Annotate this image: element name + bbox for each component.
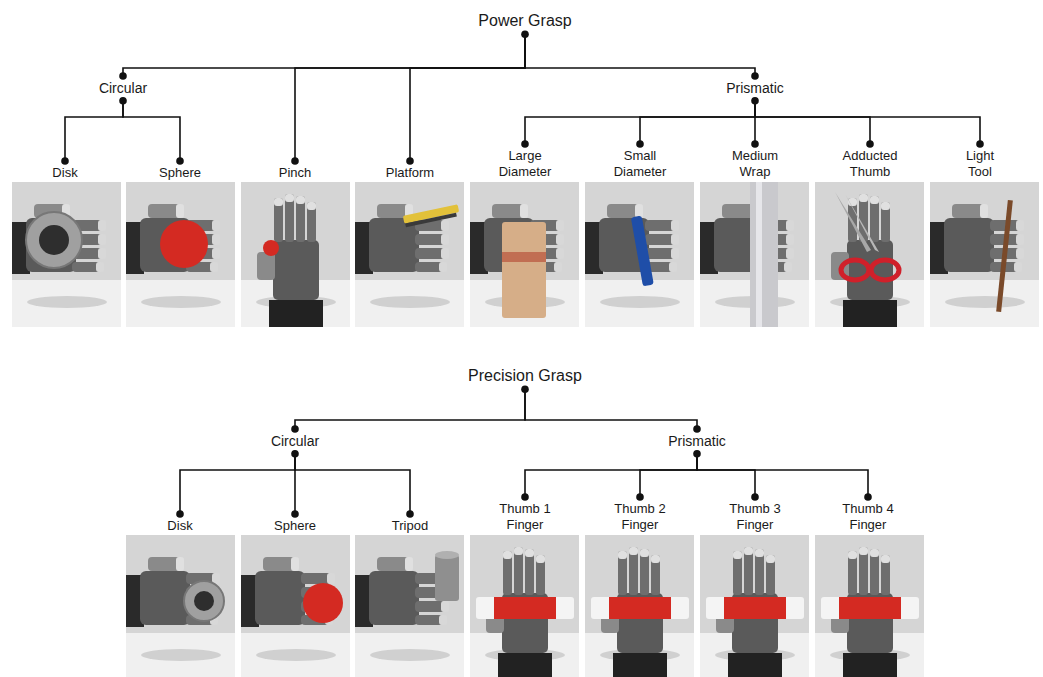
node-label: Disk: [167, 518, 192, 534]
category-node: Tripod: [390, 517, 430, 535]
branch-dot: [866, 140, 874, 148]
category-node: Thumb 2 Finger: [612, 500, 668, 533]
tree-branch: [525, 101, 755, 144]
node-label: Circular: [271, 433, 319, 450]
node-label: Thumb 4 Finger: [842, 501, 894, 532]
category-node: Light Tool: [952, 147, 1008, 180]
category-node: Power Grasp: [476, 10, 573, 31]
tree-branch: [640, 101, 755, 144]
branch-dot: [406, 510, 414, 518]
branch-dot: [864, 493, 872, 501]
category-node: Disk: [165, 517, 194, 535]
category-node: Medium Wrap: [722, 147, 788, 180]
branch-dot: [751, 140, 759, 148]
category-node: Precision Grasp: [466, 365, 584, 386]
category-node: Sphere: [157, 164, 203, 182]
branch-dot: [751, 493, 759, 501]
branch-dot: [176, 510, 184, 518]
tree-branch: [65, 101, 123, 161]
node-label: Power Grasp: [478, 11, 571, 30]
node-label: Medium Wrap: [724, 148, 786, 179]
node-label: Platform: [386, 165, 434, 181]
tree-branch: [697, 454, 755, 497]
node-label: Light Tool: [954, 148, 1006, 179]
node-label: Thumb 2 Finger: [614, 501, 666, 532]
tree-branch: [697, 454, 868, 497]
category-node: Small Diameter: [607, 147, 673, 180]
category-node: Disk: [50, 164, 79, 182]
branch-dot: [291, 157, 299, 165]
tree-branch: [755, 101, 980, 144]
node-label: Sphere: [159, 165, 201, 181]
branch-dot: [693, 450, 701, 458]
node-label: Small Diameter: [609, 148, 671, 179]
branch-dot: [751, 97, 759, 105]
tree-branch: [755, 101, 870, 144]
node-label: Thumb 3 Finger: [729, 501, 781, 532]
node-label: Adducted Thumb: [834, 148, 906, 179]
tree-branch: [640, 454, 697, 497]
node-label: Pinch: [279, 165, 312, 181]
branch-dot: [521, 140, 529, 148]
branch-dot: [291, 450, 299, 458]
tree-branch: [525, 34, 755, 76]
branch-dot: [521, 385, 529, 393]
node-label: Prismatic: [726, 80, 784, 97]
tree-branch: [123, 34, 525, 76]
node-label: Circular: [99, 80, 147, 97]
branch-dot: [521, 493, 529, 501]
branch-dot: [636, 493, 644, 501]
branch-dot: [751, 72, 759, 80]
category-node: Prismatic: [666, 432, 728, 451]
branch-dot: [291, 425, 299, 433]
branch-dot: [976, 140, 984, 148]
branch-dot: [693, 425, 701, 433]
tree-branch: [525, 389, 697, 429]
node-label: Large Diameter: [494, 148, 556, 179]
category-node: Thumb 3 Finger: [727, 500, 783, 533]
node-label: Prismatic: [668, 433, 726, 450]
tree-branch: [180, 454, 295, 514]
category-node: Thumb 1 Finger: [497, 500, 553, 533]
tree-branch: [295, 389, 525, 429]
category-node: Large Diameter: [492, 147, 558, 180]
tree-branch: [295, 34, 525, 161]
tree-branch: [410, 34, 525, 161]
tree-branch: [525, 454, 697, 497]
node-label: Tripod: [392, 518, 428, 534]
node-label: Disk: [52, 165, 77, 181]
branch-dot: [291, 510, 299, 518]
category-node: Circular: [97, 79, 149, 98]
category-node: Prismatic: [724, 79, 786, 98]
tree-branch: [295, 454, 410, 514]
branch-dot: [406, 157, 414, 165]
node-label: Precision Grasp: [468, 366, 582, 385]
tree-branch: [123, 101, 180, 161]
branch-dot: [176, 157, 184, 165]
branch-dot: [119, 97, 127, 105]
branch-dot: [636, 140, 644, 148]
category-node: Thumb 4 Finger: [840, 500, 896, 533]
category-node: Adducted Thumb: [832, 147, 908, 180]
node-label: Thumb 1 Finger: [499, 501, 551, 532]
category-node: Platform: [384, 164, 436, 182]
branch-dot: [119, 72, 127, 80]
category-node: Pinch: [277, 164, 314, 182]
branch-dot: [521, 30, 529, 38]
node-label: Sphere: [274, 518, 316, 534]
category-node: Sphere: [272, 517, 318, 535]
branch-dot: [61, 157, 69, 165]
category-node: Circular: [269, 432, 321, 451]
